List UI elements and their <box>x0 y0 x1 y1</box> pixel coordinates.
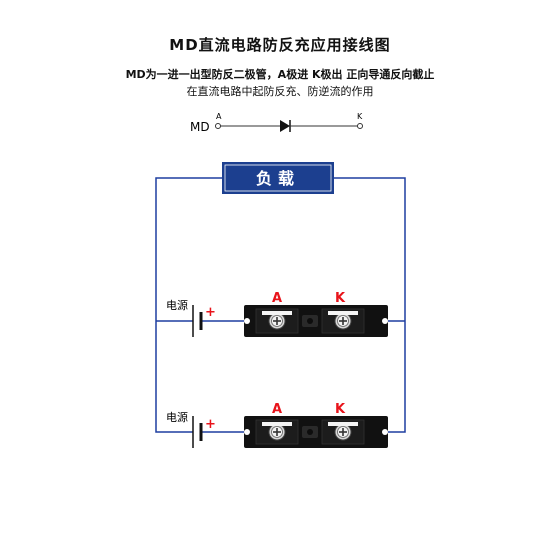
cathode-label: K <box>335 291 346 306</box>
diode-symbol: MD A K <box>190 112 363 134</box>
circuit-2: 电源 + A K <box>166 402 388 448</box>
power-source-label: 电源 <box>166 298 188 312</box>
cathode-terminal-dot <box>357 123 363 129</box>
positive-sign: + <box>205 417 216 432</box>
cathode-screw-icon <box>334 312 352 330</box>
anode-terminal-dot <box>215 123 221 129</box>
load-label: 负载 <box>256 169 300 188</box>
page-title: MD直流电路防反充应用接线图 <box>169 36 391 54</box>
load-box: 负载 <box>222 162 334 194</box>
power-source-label: 电源 <box>166 410 188 424</box>
battery-icon <box>192 416 203 448</box>
anode-label: A <box>272 291 282 306</box>
cathode-label: K <box>335 402 346 417</box>
anode-screw-icon <box>268 312 286 330</box>
description-line-1: MD为一进一出型防反二极管，A极进 K极出 正向导通反向截止 <box>125 68 435 81</box>
symbol-cathode-label: K <box>357 112 363 121</box>
diode-module <box>244 416 388 448</box>
battery-icon <box>192 305 203 337</box>
description-line-2: 在直流电路中起防反充、防逆流的作用 <box>186 85 374 98</box>
circuit-1: 电源 + A K <box>166 291 388 337</box>
anode-label: A <box>272 402 282 417</box>
diode-module <box>244 305 388 337</box>
positive-sign: + <box>205 305 216 320</box>
symbol-anode-label: A <box>216 112 222 121</box>
diode-triangle-icon <box>280 120 290 132</box>
cathode-screw-icon <box>334 423 352 441</box>
symbol-prefix: MD <box>190 120 210 134</box>
anode-screw-icon <box>268 423 286 441</box>
wiring <box>155 177 406 433</box>
